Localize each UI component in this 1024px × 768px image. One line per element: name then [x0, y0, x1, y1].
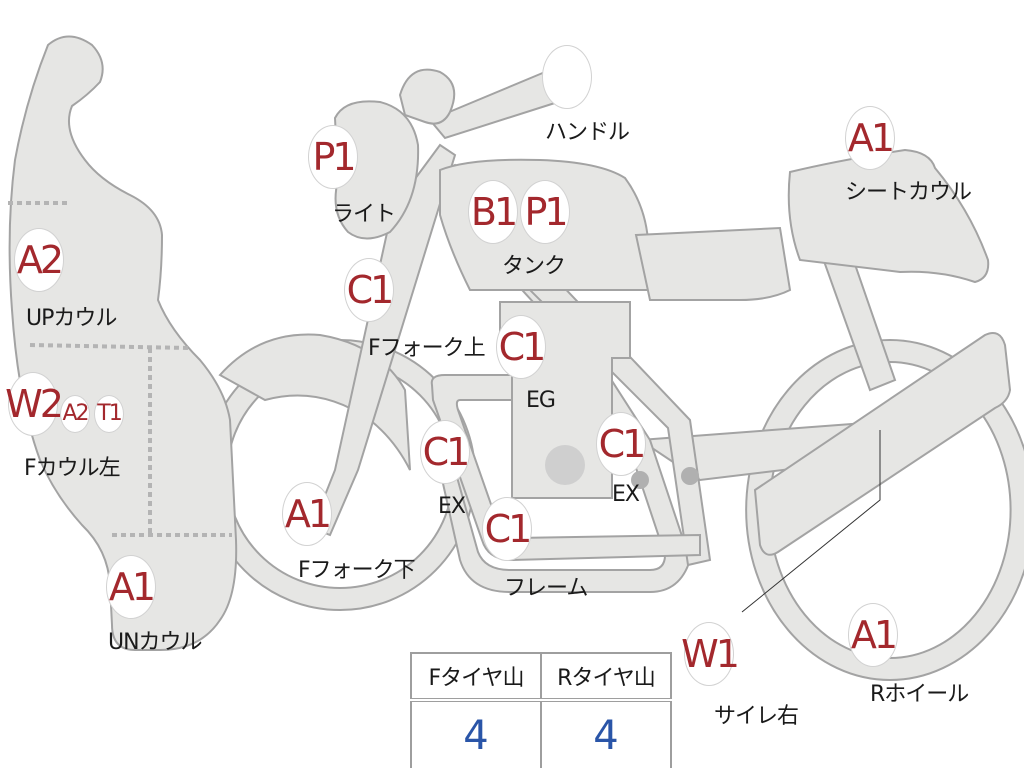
engine-grade-badge[interactable]: C1 [496, 315, 546, 379]
tank-grade-badge-1[interactable]: B1 [468, 180, 518, 244]
f-fork-lower-grade-badge[interactable]: A1 [282, 482, 332, 546]
handle-label: ハンドル [545, 120, 630, 145]
step-peg-left [631, 471, 649, 489]
engine-cover [545, 445, 585, 485]
f-cowl-left-grade-badge-2[interactable]: A2 [60, 395, 90, 433]
silencer-leader-line [741, 430, 881, 613]
f-cowl-left-grade-badge-3[interactable]: T1 [94, 395, 124, 433]
seat [634, 226, 792, 301]
r-wheel-label: Rホイール [870, 682, 969, 707]
tail-cowl [787, 148, 990, 284]
f-fork-lower-label: Fフォーク下 [298, 558, 416, 583]
front-tire-tread-value: 4 [410, 699, 542, 768]
f-fork-upper-label: Fフォーク上 [368, 336, 486, 361]
seat-cowl-grade-badge[interactable]: A1 [845, 106, 895, 170]
front-tire-tread-header: Fタイヤ山 [410, 652, 542, 702]
r-wheel-grade-badge[interactable]: A1 [848, 603, 898, 667]
seat-cowl-label: シートカウル [845, 180, 972, 205]
silencer-right-grade-badge[interactable]: W1 [681, 622, 740, 686]
un-cowl-grade-badge[interactable]: A1 [106, 555, 156, 619]
f-cowl-left-label: Fカウル左 [24, 456, 121, 481]
light-grade-badge[interactable]: P1 [308, 125, 358, 189]
exhaust-label: EX [438, 494, 466, 519]
step-label: EX [612, 482, 640, 507]
fairing [8, 35, 238, 651]
mirror [398, 68, 456, 125]
headlight [333, 100, 420, 240]
tank-label: タンク [502, 254, 566, 279]
exhaust-grade-badge[interactable]: C1 [420, 420, 470, 484]
tank-grade-badge-2[interactable]: P1 [520, 180, 570, 244]
f-cowl-left-grade-badge-1[interactable]: W2 [5, 372, 64, 436]
up-cowl-label: UPカウル [26, 306, 117, 331]
front-fork [310, 143, 457, 537]
silencer-right-label: サイレ右 [714, 704, 799, 729]
step-grade-badge[interactable]: C1 [596, 412, 646, 476]
f-fork-upper-grade-badge[interactable]: C1 [344, 258, 394, 322]
frame-label: フレーム [504, 576, 588, 601]
light-label: ライト [332, 202, 396, 227]
tire-tread-table: Fタイヤ山 Rタイヤ山 4 4 [410, 652, 672, 768]
muffler [753, 332, 1012, 556]
frame-grade-badge[interactable]: C1 [482, 497, 532, 561]
step-peg-right [681, 467, 699, 485]
un-cowl-label: UNカウル [108, 630, 203, 655]
rear-tire-tread-value: 4 [540, 699, 672, 768]
handle-grade-badge[interactable] [542, 45, 592, 109]
rear-tire-tread-header: Rタイヤ山 [540, 652, 672, 702]
up-cowl-grade-badge[interactable]: A2 [14, 228, 64, 292]
engine-label: EG [526, 388, 556, 413]
